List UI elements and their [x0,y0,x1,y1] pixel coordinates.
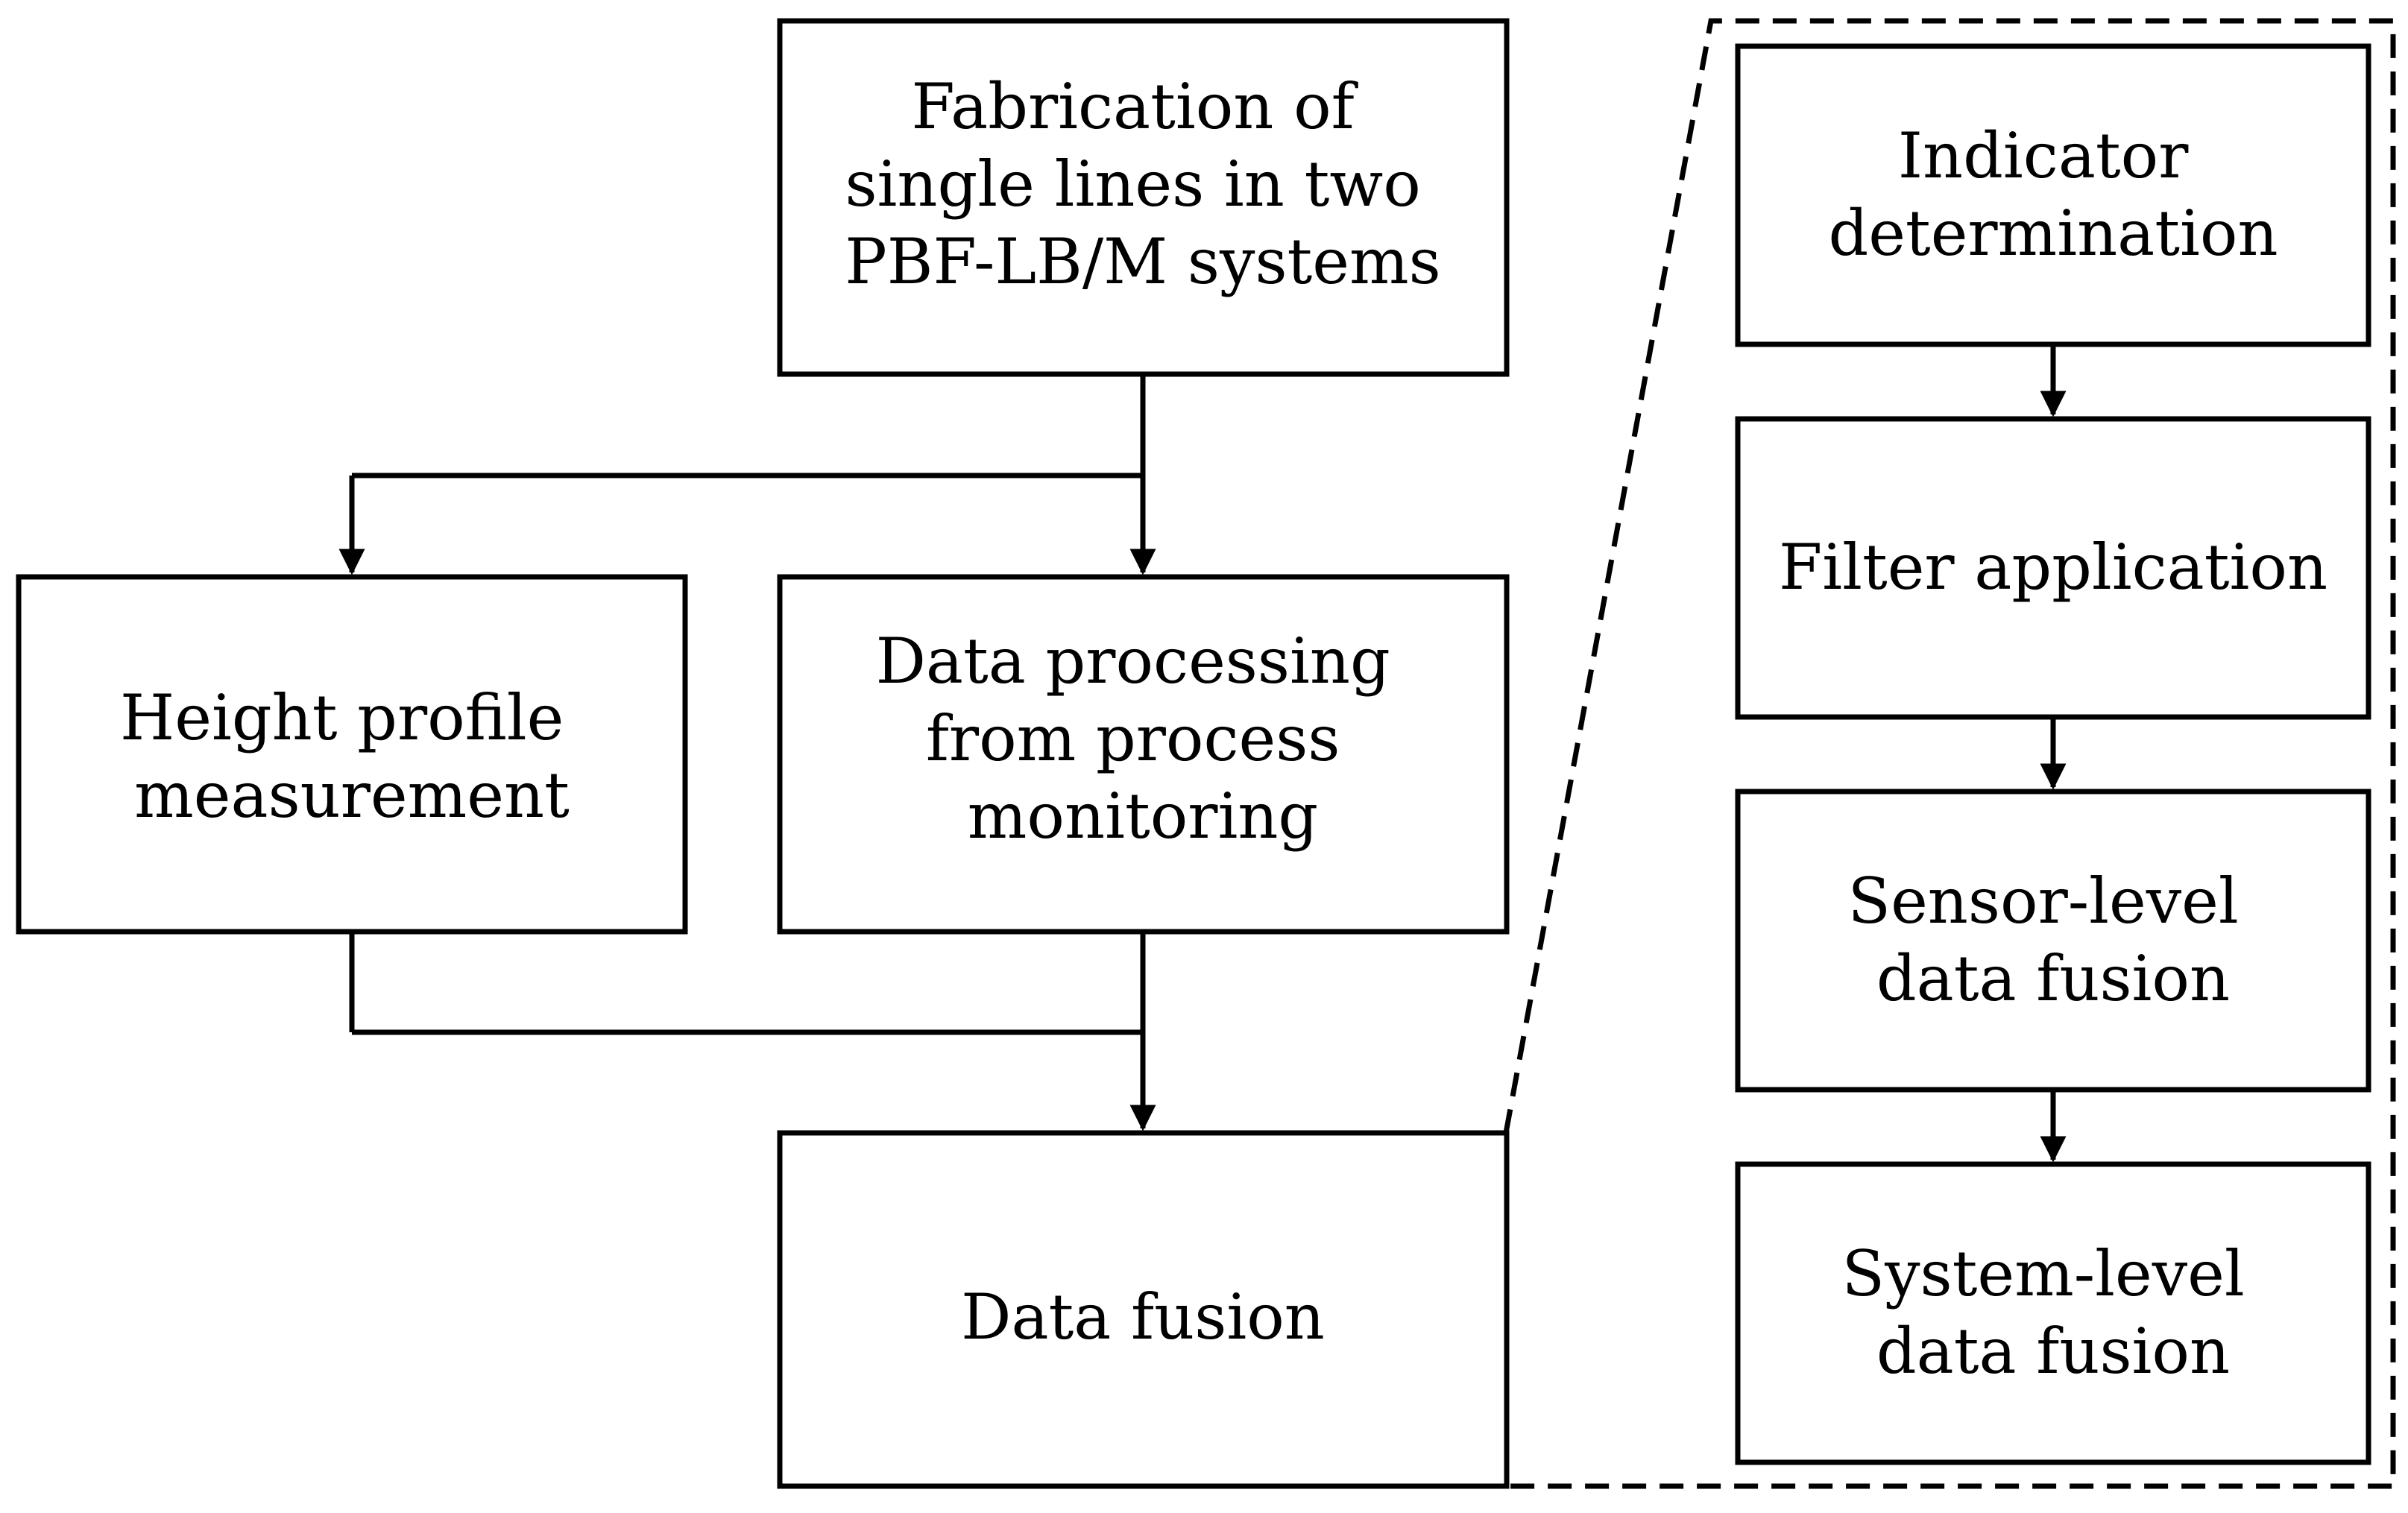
indicator-box [1735,43,2371,347]
system-fusion-label: System-level data fusion [1842,1237,2265,1388]
data-fusion-label: Data fusion [961,1280,1325,1354]
indicator-label: Indicator determination [1828,119,2278,270]
height-profile-box [16,574,688,935]
sensor-fusion-box [1735,789,2371,1093]
data-processing-label: Data processing from process monitoring [876,625,1411,853]
fabrication-label: Fabrication of single lines in two PBF-L… [845,70,1441,298]
data-fusion-box [777,1130,1510,1489]
filter-label: Filter application [1779,531,2327,604]
system-fusion-box [1735,1161,2371,1465]
data-processing-box [777,574,1510,935]
sensor-fusion-label: Sensor-level data fusion [1848,865,2259,1015]
zoom-outline-dashed [1503,18,2396,1489]
height-profile-label: Height profile measurement [120,681,584,832]
